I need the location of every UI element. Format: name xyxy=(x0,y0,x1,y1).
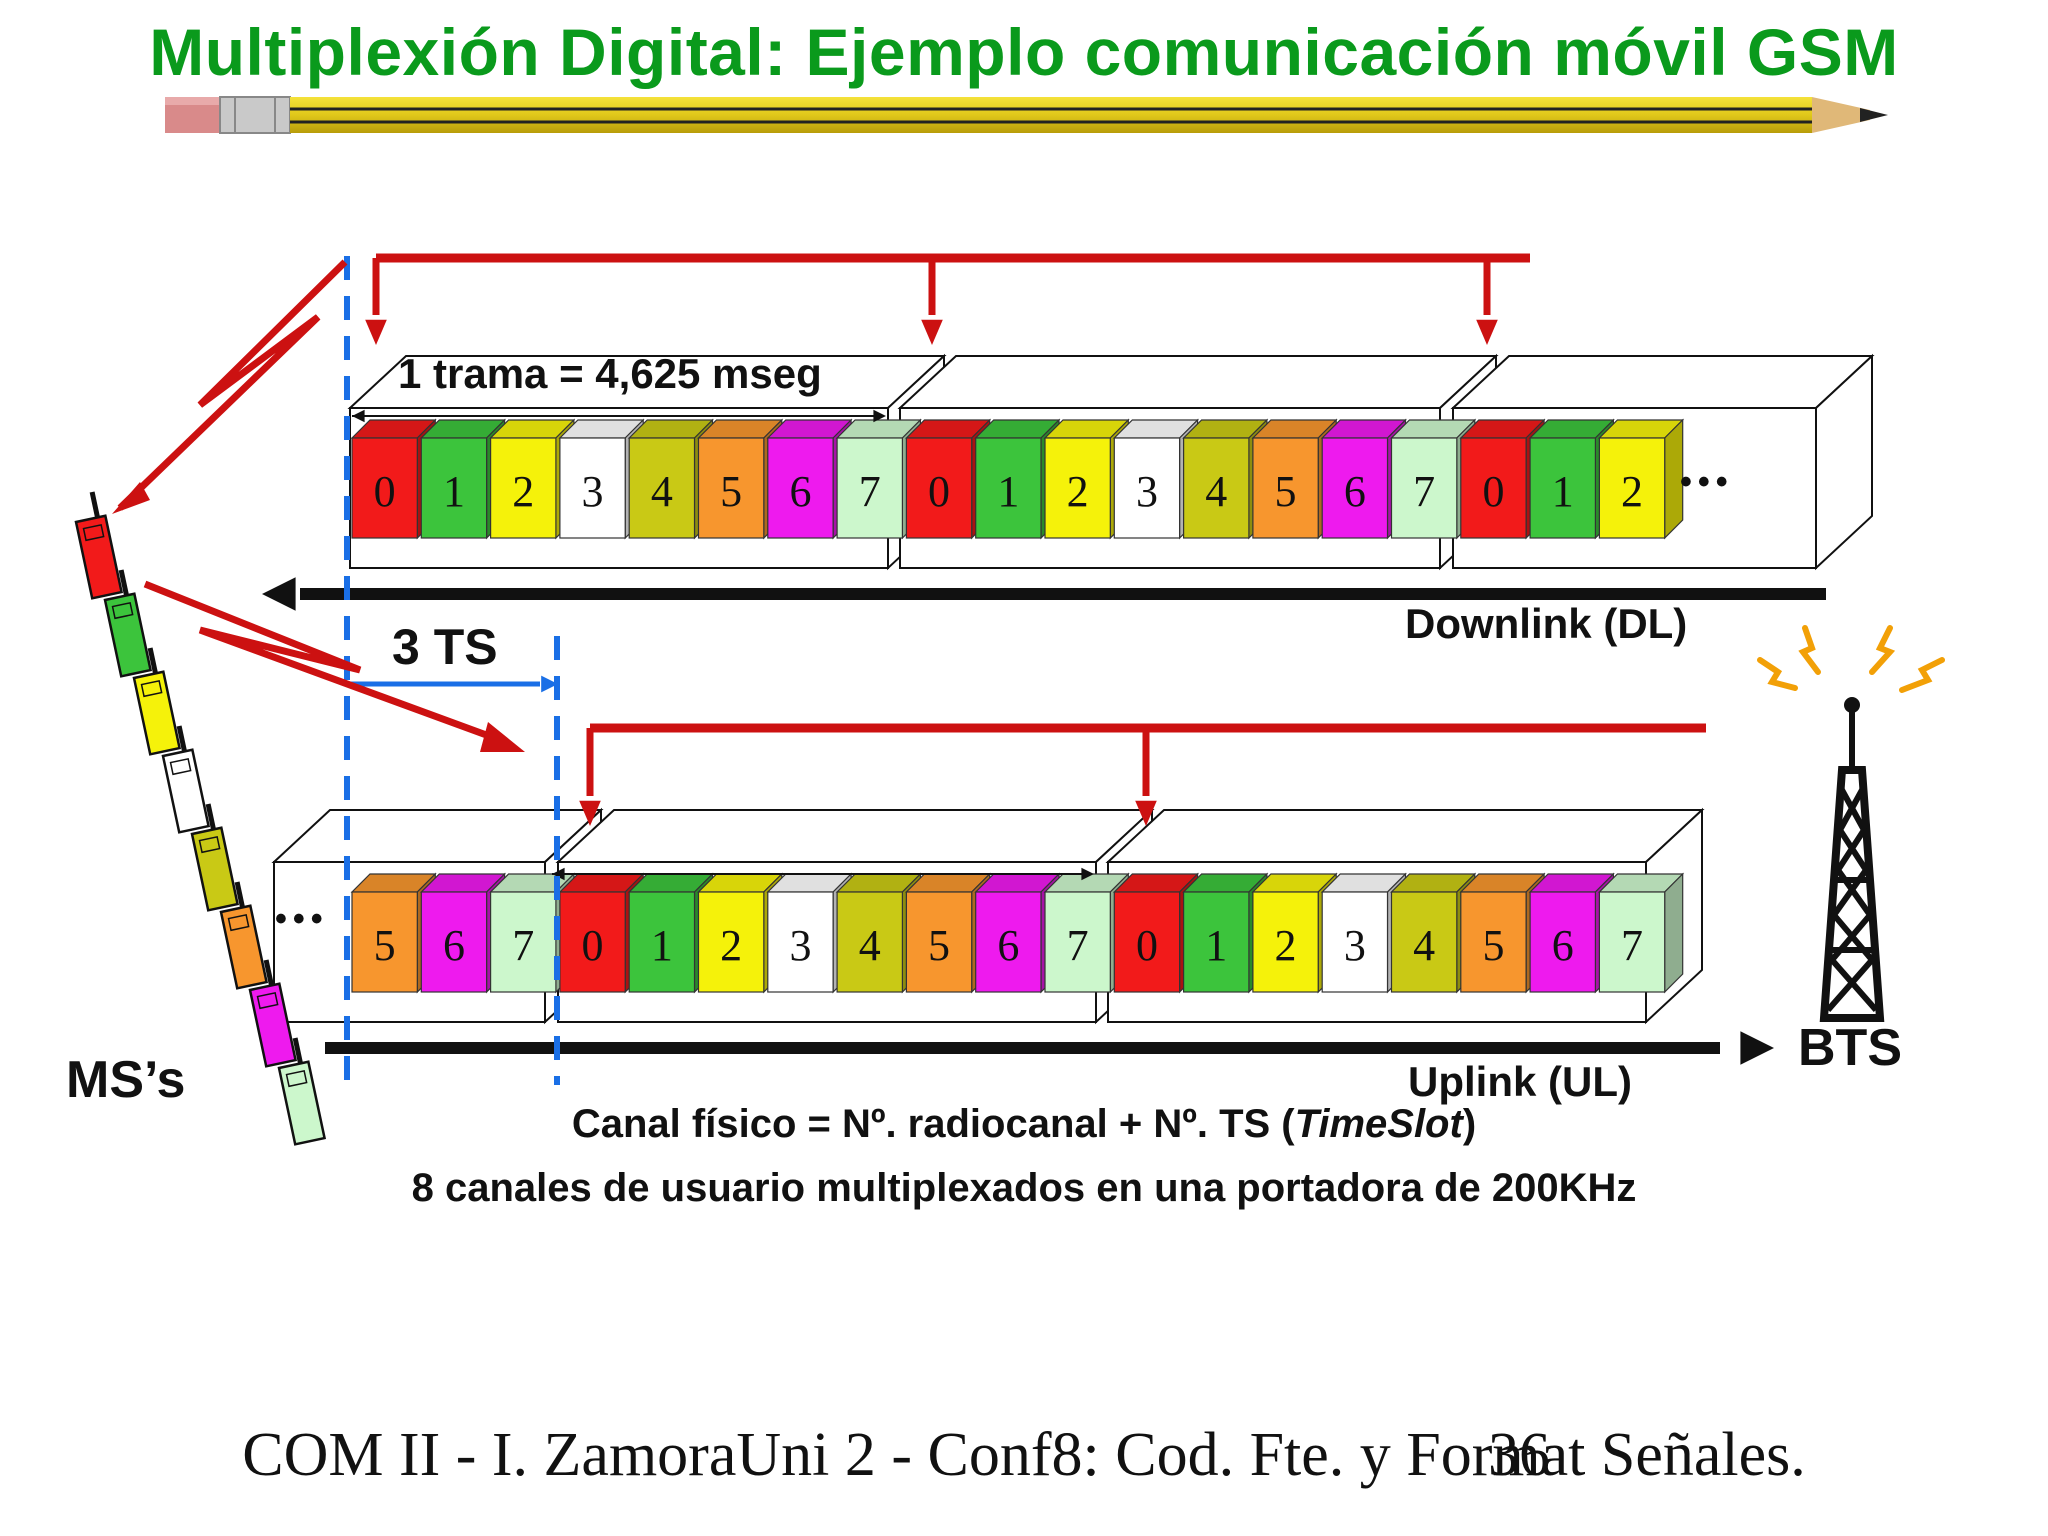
downlink-timeslot-number: 3 xyxy=(1136,467,1158,516)
uplink-timeslot-number: 6 xyxy=(997,921,1019,970)
downlink-timeslot-number: 2 xyxy=(512,467,534,516)
bts-tower-icon xyxy=(1757,625,1945,1022)
downlink-timeslot-number: 0 xyxy=(928,467,950,516)
uplink-timeslot-number: 2 xyxy=(1275,921,1297,970)
mobile-phone-icon xyxy=(219,881,269,990)
timeslot-offset-label: 3 TS xyxy=(392,619,498,675)
uplink-timeslot-number: 5 xyxy=(374,921,396,970)
uplink-timeslot-number: 1 xyxy=(1205,921,1227,970)
downlink-timeslot-number: 1 xyxy=(997,467,1019,516)
uplink-timeslot: 7 xyxy=(1597,872,1685,994)
uplink-timeslot-number: 7 xyxy=(1067,921,1089,970)
uplink-timeslot-number: 5 xyxy=(928,921,950,970)
caption-multiplex: 8 canales de usuario multiplexados en un… xyxy=(411,1166,1637,1210)
uplink-timeslot-number: 4 xyxy=(1413,921,1435,970)
uplink-timeslot-number: 7 xyxy=(512,921,534,970)
ms-to-uplink-arrow xyxy=(143,580,502,744)
downlink-timeslot-number: 1 xyxy=(1552,467,1574,516)
downlink-timeslot-number: 2 xyxy=(1067,467,1089,516)
downlink-timeslot-number: 4 xyxy=(1205,467,1227,516)
slide-footer: COM II - I. ZamoraUni 2 - Conf8: Cod. Ft… xyxy=(242,1421,1806,1489)
uplink-timeslot-number: 6 xyxy=(1552,921,1574,970)
mobile-phone-icon xyxy=(74,491,124,600)
page-number: 36 xyxy=(1488,1421,1550,1489)
mobile-stations xyxy=(74,491,327,1146)
mobile-phone-icon xyxy=(161,725,211,834)
slide-title: Multiplexión Digital: Ejemplo comunicaci… xyxy=(149,15,1899,89)
downlink-timeslot-number: 6 xyxy=(789,467,811,516)
uplink-ellipsis: ••• xyxy=(275,900,329,938)
downlink-timeslot: 0 xyxy=(350,418,437,540)
downlink-timeslot-number: 2 xyxy=(1621,467,1643,516)
mobile-phone-icon xyxy=(248,959,298,1068)
pencil-divider-icon xyxy=(165,96,1888,134)
uplink-timeslot-number: 7 xyxy=(1621,921,1643,970)
uplink-timeslot-number: 3 xyxy=(1344,921,1366,970)
downlink-timeslot-number: 0 xyxy=(1482,467,1504,516)
downlink-label: Downlink (DL) xyxy=(1405,600,1688,647)
uplink-timeslot-number: 5 xyxy=(1482,921,1504,970)
downlink-timeslot-number: 4 xyxy=(651,467,673,516)
caption-part-a: Canal físico = Nº. radiocanal + Nº. TS ( xyxy=(571,1102,1295,1146)
uplink-timeslot-number: 4 xyxy=(859,921,881,970)
downlink-to-ms-arrowhead xyxy=(112,482,150,514)
uplink-timeslot-number: 0 xyxy=(582,921,604,970)
mobile-phone-icon xyxy=(277,1037,327,1146)
mobile-phone-icon xyxy=(103,569,153,678)
downlink-timeslot-number: 1 xyxy=(443,467,465,516)
downlink-timeslot: 4 xyxy=(1182,418,1269,540)
uplink-timeslot-number: 1 xyxy=(651,921,673,970)
bts-label: BTS xyxy=(1798,1019,1902,1077)
uplink-timeslot-number: 0 xyxy=(1136,921,1158,970)
uplink-timeslot-number: 2 xyxy=(720,921,742,970)
uplink-timeslot-number: 3 xyxy=(789,921,811,970)
frame-duration-label: 1 trama = 4,625 mseg xyxy=(398,350,822,397)
caption-physical-channel: Canal físico = Nº. radiocanal + Nº. TS (… xyxy=(0,1102,2048,1147)
downlink-timeslot-number: 5 xyxy=(720,467,742,516)
ms-to-uplink-arrowhead xyxy=(480,722,525,752)
downlink-timeslot-number: 5 xyxy=(1275,467,1297,516)
caption-timeslot: TimeSlot xyxy=(1294,1102,1463,1146)
downlink-ellipsis: ••• xyxy=(1680,463,1734,501)
mobile-phone-icon xyxy=(132,647,182,756)
mobile-stations-label: MS’s xyxy=(66,1051,186,1109)
downlink-timeslot-number: 0 xyxy=(374,467,396,516)
mobile-phone-icon xyxy=(190,803,240,912)
downlink-timeslot-number: 3 xyxy=(582,467,604,516)
uplink-timeslot-number: 6 xyxy=(443,921,465,970)
caption-part-b: ) xyxy=(1462,1102,1477,1146)
downlink-timeslot-number: 7 xyxy=(859,467,881,516)
downlink-timeslot: 2 xyxy=(1597,418,1685,540)
connector-arrows xyxy=(112,253,1706,1085)
downlink-to-ms-arrow xyxy=(117,259,348,511)
uplink-timeslot: 7 xyxy=(489,872,576,994)
downlink-timeslot-number: 6 xyxy=(1344,467,1366,516)
uplink-label: Uplink (UL) xyxy=(1408,1058,1632,1105)
downlink-timeslot-number: 7 xyxy=(1413,467,1435,516)
